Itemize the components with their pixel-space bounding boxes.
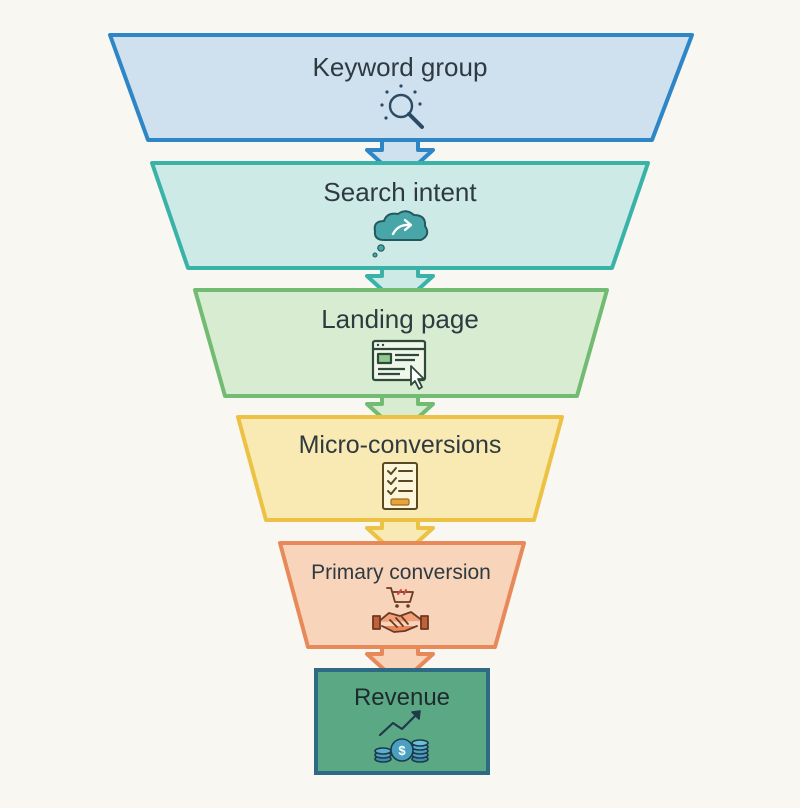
stage-keyword-group: Keyword group: [108, 33, 694, 142]
stage-label: Micro-conversions: [299, 431, 502, 459]
stage-micro-conversions: Micro-conversions: [236, 415, 564, 522]
stage-label: Keyword group: [313, 52, 488, 82]
stage-revenue: Revenue $: [314, 668, 490, 775]
stage-label: Search intent: [323, 177, 477, 207]
browser-window-cursor-icon: [371, 339, 427, 390]
stage-label: Primary conversion: [311, 561, 491, 584]
checklist-icon: [382, 462, 418, 510]
stage-primary-conversion: Primary conversion: [278, 541, 526, 649]
magnifier-sparkle-icon: [380, 84, 424, 129]
stage-label: Revenue: [354, 684, 450, 711]
stage-landing-page: Landing page: [193, 288, 609, 398]
svg-text:$: $: [398, 743, 406, 758]
coins-growth-icon: $: [374, 710, 429, 763]
thought-cloud-arrow-icon: [372, 210, 429, 258]
stage-shape: [278, 541, 526, 649]
stage-search-intent: Search intent: [150, 161, 650, 270]
stage-label: Landing page: [321, 304, 479, 334]
cart-handshake-icon: [372, 587, 429, 633]
